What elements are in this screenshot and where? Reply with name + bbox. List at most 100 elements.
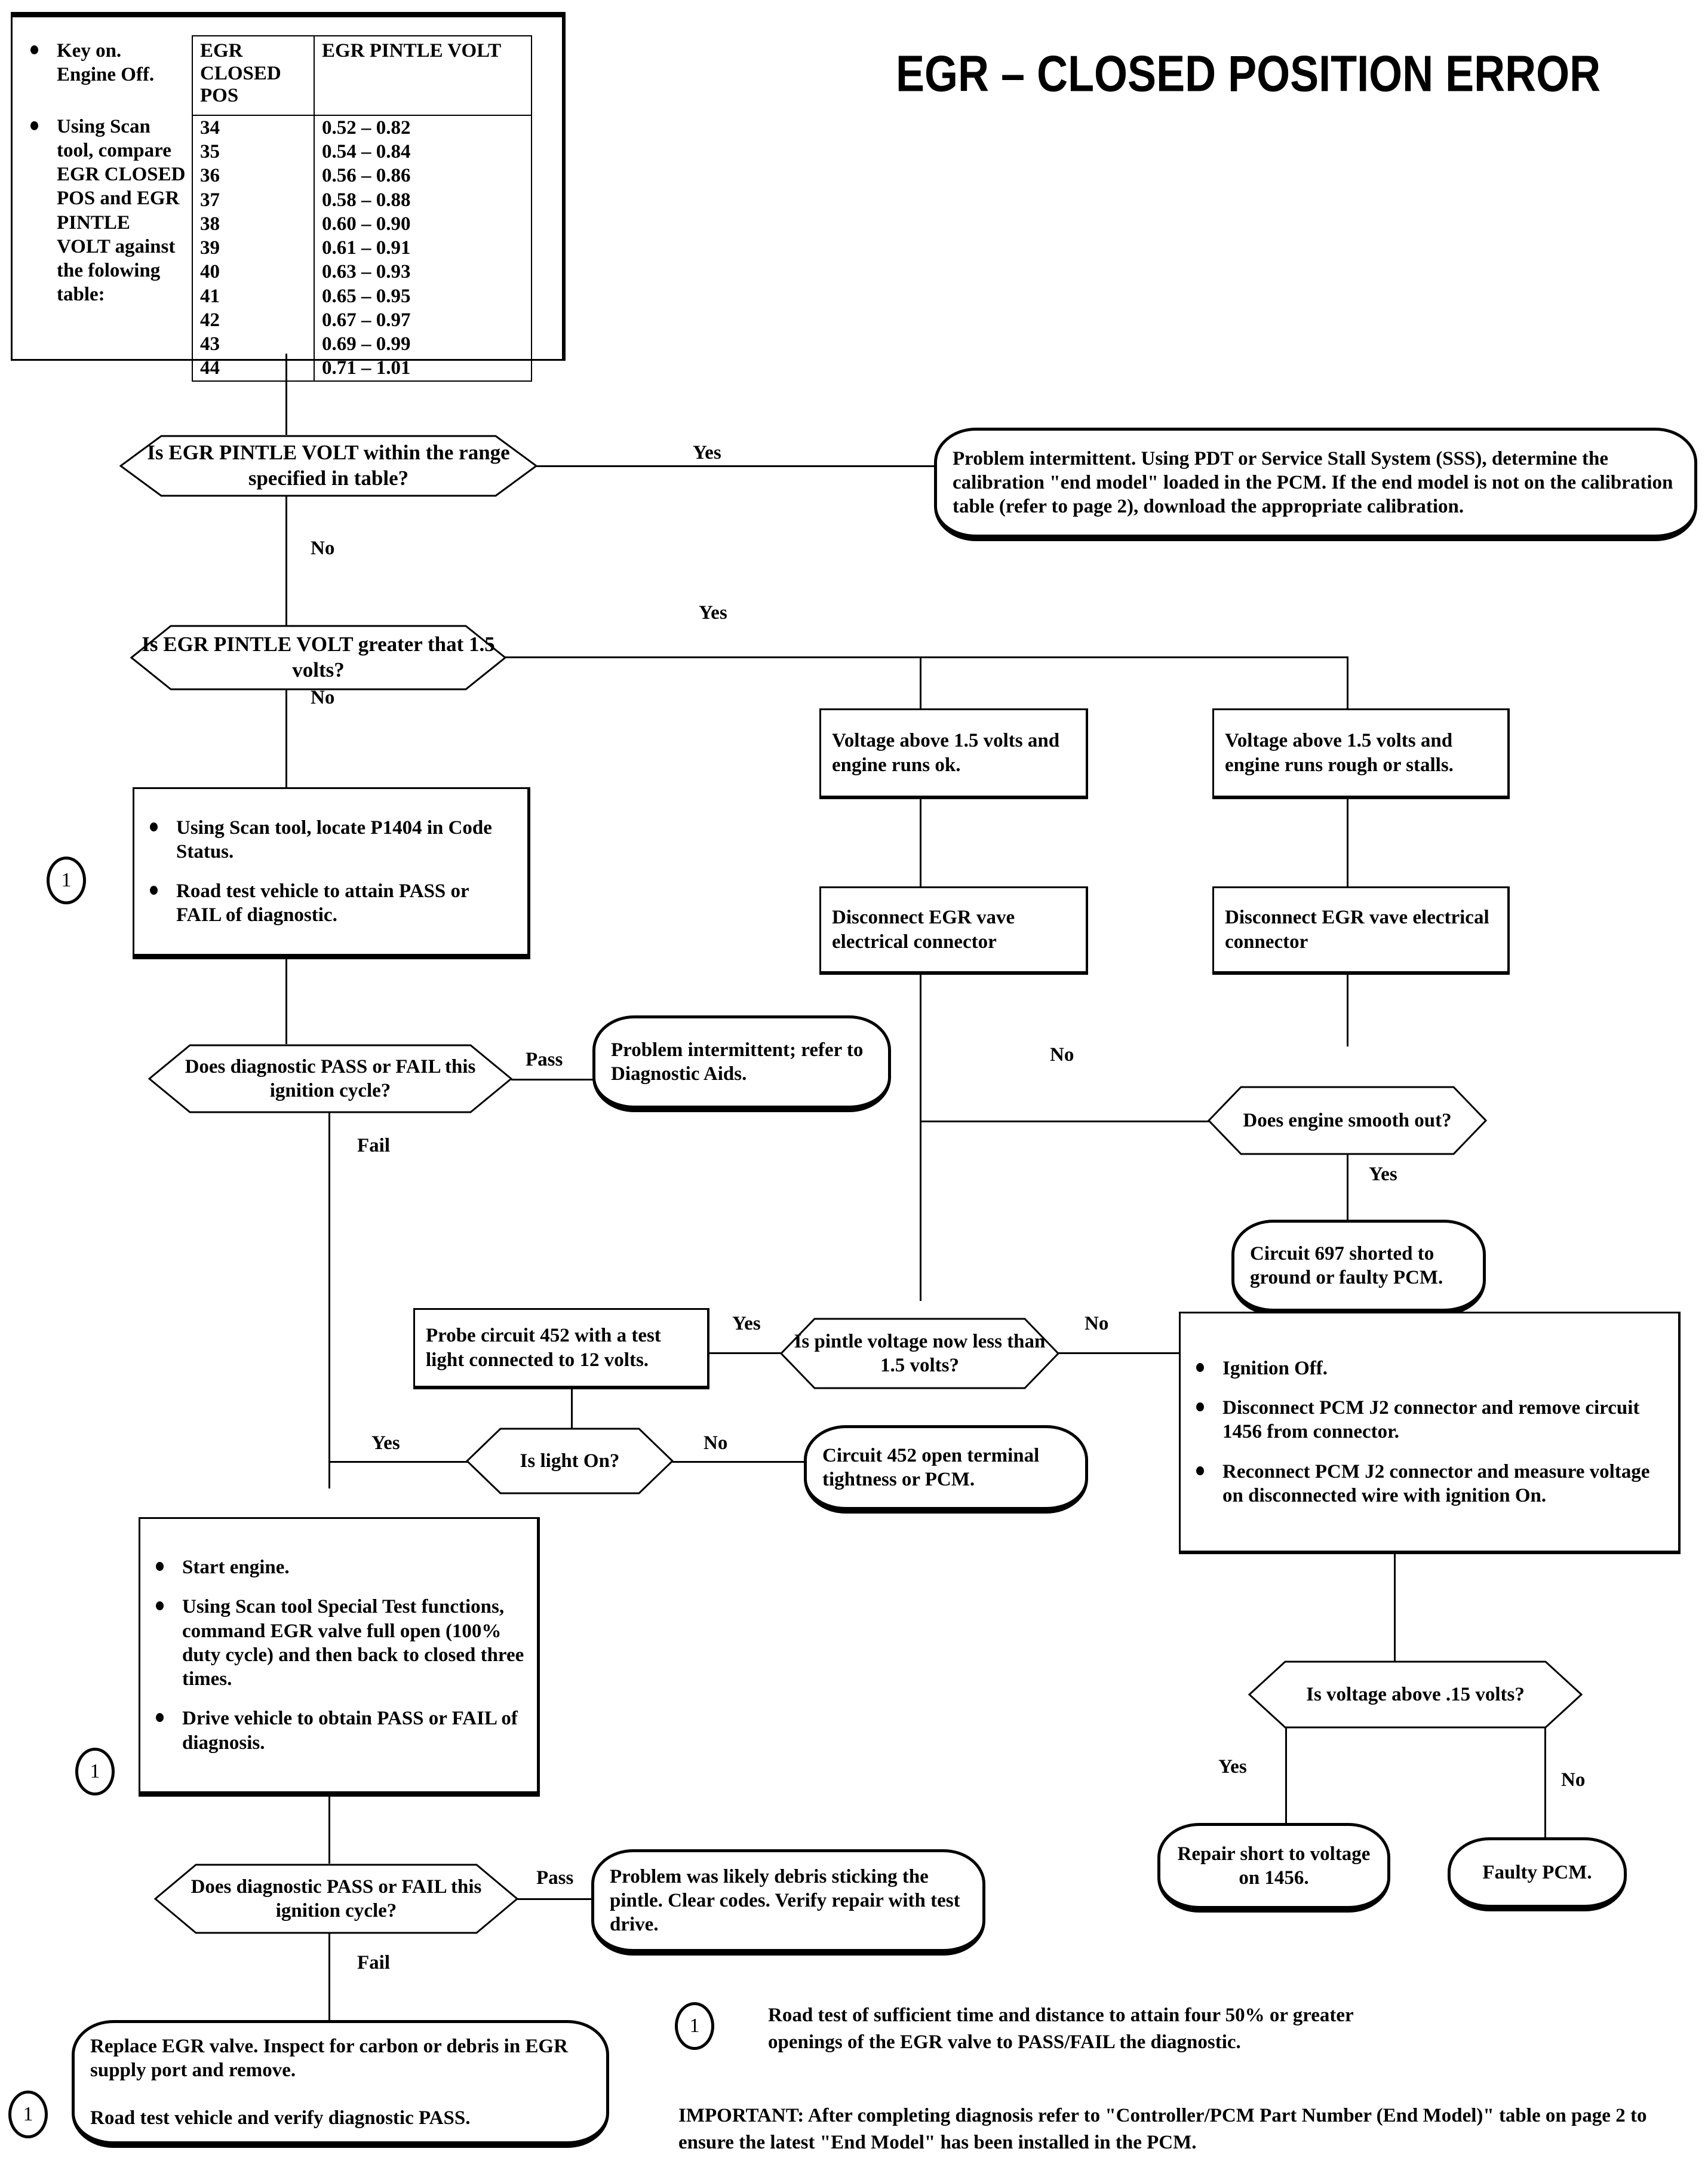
process-label: Disconnect EGR vave electrical connector xyxy=(1225,907,1489,953)
edge-d6-no xyxy=(672,1461,812,1463)
terminator-circuit-452-open: Circuit 452 open terminal tightness or P… xyxy=(804,1425,1088,1514)
terminator-label: Faulty PCM. xyxy=(1482,1861,1592,1883)
decision-voltage-above-15: Is voltage above .15 volts? xyxy=(1248,1660,1583,1729)
edge-d1-no xyxy=(285,496,287,633)
cell-egr-closed-pos: 41 xyxy=(192,284,315,308)
edge-label-d8-yes: Yes xyxy=(1218,1756,1247,1778)
edge-d2-yes-branch-mid xyxy=(920,656,921,709)
decision-label: Does diagnostic PASS or FAIL this igniti… xyxy=(185,1055,476,1101)
decision-pintle-voltage-lt-1-5: Is pintle voltage now less than 1.5 volt… xyxy=(780,1318,1059,1389)
decision-label: Does engine smooth out? xyxy=(1243,1109,1452,1131)
edge-volt-ok-to-disconnect xyxy=(920,799,921,886)
edge-d7-pass xyxy=(517,1898,594,1900)
terminator-label: Circuit 697 shorted to ground or faulty … xyxy=(1250,1242,1443,1288)
bullet-item: Road test vehicle to attain PASS or FAIL… xyxy=(145,879,517,928)
cell-egr-pintle-volt: 0.60 – 0.90 xyxy=(314,211,532,237)
marker-circle-1-a: 1 xyxy=(47,857,86,904)
edge-header-to-d1 xyxy=(285,354,287,435)
footnote-marker-circle-1: 1 xyxy=(675,2002,714,2050)
header-instruction-box: Key on. Engine Off. Using Scan tool, com… xyxy=(11,12,566,382)
process-label: Disconnect EGR vave electrical connector xyxy=(832,907,1015,953)
process-locate-p1404: Using Scan tool, locate P1404 in Code St… xyxy=(133,787,530,959)
edge-volt-rough-to-disconnect xyxy=(1347,799,1348,886)
table-header-row: EGR CLOSED POS EGR PINTLE VOLT xyxy=(192,35,532,116)
bullet-item: Disconnect PCM J2 connector and remove c… xyxy=(1191,1396,1667,1444)
edge-d2-yes xyxy=(505,656,1348,658)
terminator-faulty-pcm: Faulty PCM. xyxy=(1448,1837,1627,1911)
edge-disconnect-mid-down xyxy=(920,975,921,1301)
terminator-label: Problem intermittent. Using PDT or Servi… xyxy=(953,447,1673,518)
edge-start-engine-to-d7 xyxy=(328,1797,330,1864)
edge-label-d6-yes: Yes xyxy=(371,1432,400,1454)
edge-label-d5-no: No xyxy=(1085,1313,1109,1334)
edge-label-d4-yes: Yes xyxy=(1369,1164,1397,1185)
terminator-problem-intermittent-aids: Problem intermittent; refer to Diagnosti… xyxy=(592,1015,891,1112)
bullet-item: Ignition Off. xyxy=(1191,1356,1667,1380)
bullet-item: Using Scan tool, locate P1404 in Code St… xyxy=(145,816,517,864)
process-start-engine-steps: Start engine. Using Scan tool Special Te… xyxy=(139,1517,540,1797)
edge-disconnect-right-to-d4 xyxy=(1347,975,1348,1046)
cell-egr-closed-pos: 35 xyxy=(192,140,315,164)
cell-egr-pintle-volt: 0.58 – 0.88 xyxy=(314,188,532,212)
edge-d3-fail xyxy=(328,1112,330,1488)
edge-d5-yes xyxy=(708,1352,782,1354)
process-bullet-list: Ignition Off. Disconnect PCM J2 connecto… xyxy=(1191,1356,1667,1508)
cell-egr-pintle-volt: 0.67 – 0.97 xyxy=(314,308,532,333)
cell-egr-pintle-volt: 0.65 – 0.95 xyxy=(314,284,532,308)
decision-label: Is voltage above .15 volts? xyxy=(1306,1683,1525,1705)
edge-label-d5-yes: Yes xyxy=(732,1313,761,1334)
decision-is-light-on: Is light On? xyxy=(466,1428,674,1494)
edge-label-d7-fail: Fail xyxy=(357,1952,390,1973)
process-label: Probe circuit 452 with a test light conn… xyxy=(426,1325,661,1371)
terminator-label: Problem was likely debris sticking the p… xyxy=(610,1865,960,1936)
edge-label-d1-yes: Yes xyxy=(693,442,721,464)
edge-d7-fail xyxy=(328,1933,330,2021)
edge-p1404-to-d3 xyxy=(285,959,287,1044)
decision-diagnostic-pass-fail-1: Does diagnostic PASS or FAIL this igniti… xyxy=(148,1044,512,1113)
edge-label-d2-yes: Yes xyxy=(699,602,727,624)
edge-d5-no xyxy=(1058,1352,1180,1354)
process-disconnect-egr-connector-right: Disconnect EGR vave electrical connector xyxy=(1212,886,1510,975)
terminator-problem-intermittent-calibration: Problem intermittent. Using PDT or Servi… xyxy=(934,428,1697,541)
decision-pintle-volt-gt-1-5: Is EGR PINTLE VOLT greater that 1.5 volt… xyxy=(130,625,506,690)
decision-label: Is EGR PINTLE VOLT greater that 1.5 volt… xyxy=(142,633,495,682)
cell-egr-pintle-volt: 0.52 – 0.82 xyxy=(314,114,532,140)
edge-d6-yes xyxy=(328,1461,468,1463)
process-bullet-list: Using Scan tool, locate P1404 in Code St… xyxy=(145,816,517,928)
footnote-important: IMPORTANT: After completing diagnosis re… xyxy=(678,2105,1647,2153)
process-ignition-off-steps: Ignition Off. Disconnect PCM J2 connecto… xyxy=(1179,1312,1681,1554)
cell-egr-closed-pos: 43 xyxy=(192,332,315,357)
process-disconnect-egr-connector-mid: Disconnect EGR vave electrical connector xyxy=(819,886,1088,975)
terminator-label: Replace EGR valve. Inspect for carbon or… xyxy=(90,2035,568,2129)
terminator-label: Circuit 452 open terminal tightness or P… xyxy=(822,1444,1040,1490)
edge-d1-yes xyxy=(536,465,936,467)
edge-label-d3-pass: Pass xyxy=(526,1049,563,1070)
bullet-item: Reconnect PCM J2 connector and measure v… xyxy=(1191,1460,1667,1508)
table-col-egr-closed-pos: EGR CLOSED POS xyxy=(192,35,315,116)
decision-label: Is pintle voltage now less than 1.5 volt… xyxy=(794,1330,1046,1376)
cell-egr-closed-pos: 36 xyxy=(192,164,315,188)
edge-label-d2-no: No xyxy=(311,687,335,708)
process-voltage-above-1-5-runs-ok: Voltage above 1.5 volts and engine runs … xyxy=(819,708,1088,799)
cell-egr-closed-pos: 37 xyxy=(192,188,315,212)
cell-egr-closed-pos: 38 xyxy=(192,211,315,237)
edge-label-d3-fail: Fail xyxy=(357,1135,390,1156)
edge-label-d1-no: No xyxy=(311,538,335,559)
edge-d8-yes xyxy=(1285,1727,1287,1823)
terminator-debris-sticking-pintle: Problem was likely debris sticking the p… xyxy=(591,1849,985,1956)
page-title: EGR – CLOSED POSITION ERROR xyxy=(896,46,1601,103)
terminator-replace-egr-valve: Replace EGR valve. Inspect for carbon or… xyxy=(72,2020,609,2148)
edge-probe-to-d6 xyxy=(571,1389,573,1461)
edge-ignition-to-d8 xyxy=(1394,1554,1396,1662)
terminator-label: Repair short to voltage on 1456. xyxy=(1177,1843,1371,1889)
edge-d2-no xyxy=(285,689,287,815)
header-step-list: Key on. Engine Off. Using Scan tool, com… xyxy=(26,39,187,334)
